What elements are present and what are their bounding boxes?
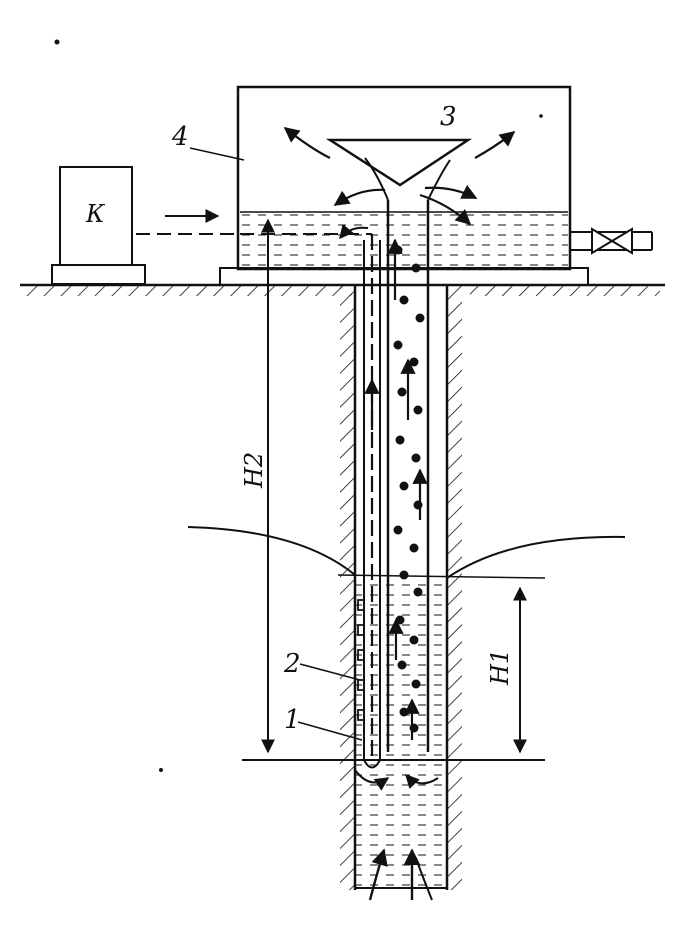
air-bubble: [413, 587, 423, 597]
air-bubble: [411, 679, 421, 689]
air-bubble: [399, 295, 409, 305]
air-bubble: [399, 707, 409, 717]
water-pipe-callout: 1: [284, 705, 363, 741]
air-bubble: [397, 387, 407, 397]
air-bubble: [399, 481, 409, 491]
air-bubble: [409, 723, 419, 733]
air-bubble: [409, 543, 419, 553]
air-pipe-label: 2: [283, 649, 301, 679]
air-bubble: [395, 435, 405, 445]
compressor-label: К: [85, 200, 106, 228]
inflow-arrows: [354, 769, 439, 901]
receiving-tank: [219, 85, 589, 286]
h1-dimension: H1: [486, 586, 527, 754]
air-nozzle: [357, 599, 364, 721]
tank-label: 4: [171, 122, 189, 152]
h2-label: H2: [240, 452, 268, 489]
air-pipe-callout: 2: [283, 649, 361, 681]
h1-label: H1: [486, 649, 514, 686]
depression-curve: [187, 526, 626, 761]
air-bubble: [411, 453, 421, 463]
air-bubble: [413, 500, 423, 510]
discharge-arrows: [283, 127, 516, 240]
air-bubble: [393, 525, 403, 535]
air-pipe: [363, 234, 381, 769]
h2-dimension: H2: [240, 218, 275, 754]
air-bubble: [413, 405, 423, 415]
well-water: [356, 578, 446, 888]
compressor: К: [51, 166, 146, 285]
air-bubble: [409, 635, 419, 645]
tank-callout: 4: [171, 122, 245, 161]
speck: [54, 39, 60, 45]
speck: [159, 768, 163, 772]
air-bubble: [409, 357, 419, 367]
water-pipe-label: 1: [284, 705, 301, 735]
air-bubble: [411, 263, 421, 273]
air-bubble: [397, 660, 407, 670]
speck: [539, 114, 543, 118]
separator-cone: 3: [325, 102, 473, 187]
flow-arrows: [364, 238, 428, 740]
outlet-valve: [570, 227, 653, 255]
air-bubble: [399, 570, 409, 580]
lift-pipe: [364, 157, 451, 752]
well-bore: [340, 285, 462, 890]
air-bubble: [393, 340, 403, 350]
separator-label: 3: [440, 102, 457, 132]
air-bubble: [415, 313, 425, 323]
air-bubbles: [393, 245, 425, 733]
